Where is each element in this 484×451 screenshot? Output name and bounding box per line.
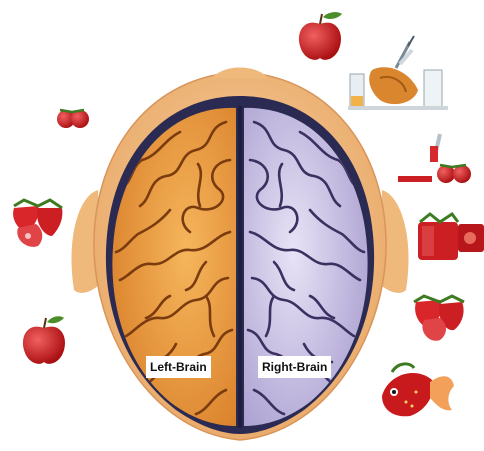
apple-bottom: [23, 316, 65, 364]
syringe-tomatoes: [398, 134, 471, 183]
square-tomato: [418, 214, 484, 260]
strawberries-right: [414, 296, 464, 341]
cherry-tomatoes: [57, 110, 89, 128]
apple-top: [299, 12, 342, 60]
lab-beaker-chicken: [348, 36, 448, 110]
left-brain-label: Left-Brain: [146, 356, 211, 378]
right-brain-label: Right-Brain: [258, 356, 331, 378]
strawberries-left: [13, 200, 62, 247]
fish-strawberry: [382, 364, 454, 416]
